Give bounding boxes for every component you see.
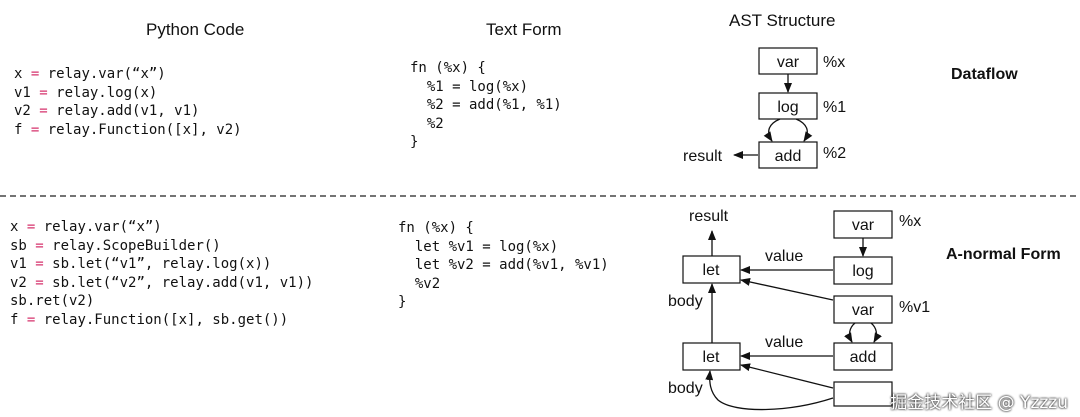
ast-structure-header: AST Structure	[729, 11, 836, 30]
top-log-add-edge-left	[763, 118, 781, 142]
bottom-add-node: add	[833, 342, 893, 371]
svg-text:var: var	[852, 302, 875, 319]
top-python-code: x = relay.var(“x”) v1 = relay.log(x) v2 …	[14, 66, 242, 138]
svg-text:let: let	[703, 262, 720, 279]
bottom-python-code: x = relay.var(“x”) sb = relay.ScopeBuild…	[10, 219, 314, 328]
python-code-header: Python Code	[146, 20, 245, 39]
svg-text:let: let	[703, 349, 720, 366]
bottom-log-node: log	[833, 256, 893, 285]
bottom-var-x-node: var	[833, 210, 893, 239]
svg-text:var: var	[777, 54, 800, 71]
top-add-node: add	[758, 141, 818, 169]
value2-label: value	[765, 334, 803, 351]
svg-text:log: log	[777, 99, 798, 116]
bottom-text-form: fn (%x) { let %v1 = log(%x) let %v2 = ad…	[398, 220, 609, 311]
bottom-x-label: %x	[899, 213, 921, 230]
body1-label: body	[668, 293, 703, 310]
svg-text:add: add	[850, 349, 877, 366]
svg-text:add: add	[775, 148, 802, 165]
svg-text:log: log	[852, 263, 873, 280]
dataflow-label: Dataflow	[951, 66, 1018, 83]
top-result-label: result	[683, 148, 723, 165]
watermark: 掘金技术社区 @ Yzzzu	[890, 393, 1068, 413]
let2-node: let	[682, 342, 741, 371]
varv1-let1-edge	[740, 278, 834, 301]
a-normal-form-label: A-normal Form	[946, 246, 1061, 263]
bottom-extra-node	[833, 381, 893, 407]
top-log-add-edge-right	[795, 118, 813, 142]
top-log-node: log	[758, 92, 818, 120]
body2-label: body	[668, 380, 703, 397]
varv1-add-edge-left	[844, 322, 856, 343]
value1-label: value	[765, 248, 803, 265]
text-form-header: Text Form	[486, 20, 562, 39]
svg-text:var: var	[852, 217, 875, 234]
varv1-add-edge-right	[870, 322, 882, 343]
top-x-label: %x	[823, 54, 845, 71]
extra-let2-body-edge	[705, 370, 834, 411]
top-text-form: fn (%x) { %1 = log(%x) %2 = add(%1, %1) …	[410, 60, 562, 151]
extra-let2-edge	[740, 363, 834, 389]
let1-node: let	[682, 255, 741, 284]
bottom-v1-label: %v1	[899, 299, 930, 316]
bottom-result-label: result	[689, 208, 729, 225]
top-2-label: %2	[823, 145, 846, 162]
top-var-node: var	[758, 47, 818, 75]
bottom-var-v1-node: var	[833, 295, 893, 324]
top-1-label: %1	[823, 99, 846, 116]
